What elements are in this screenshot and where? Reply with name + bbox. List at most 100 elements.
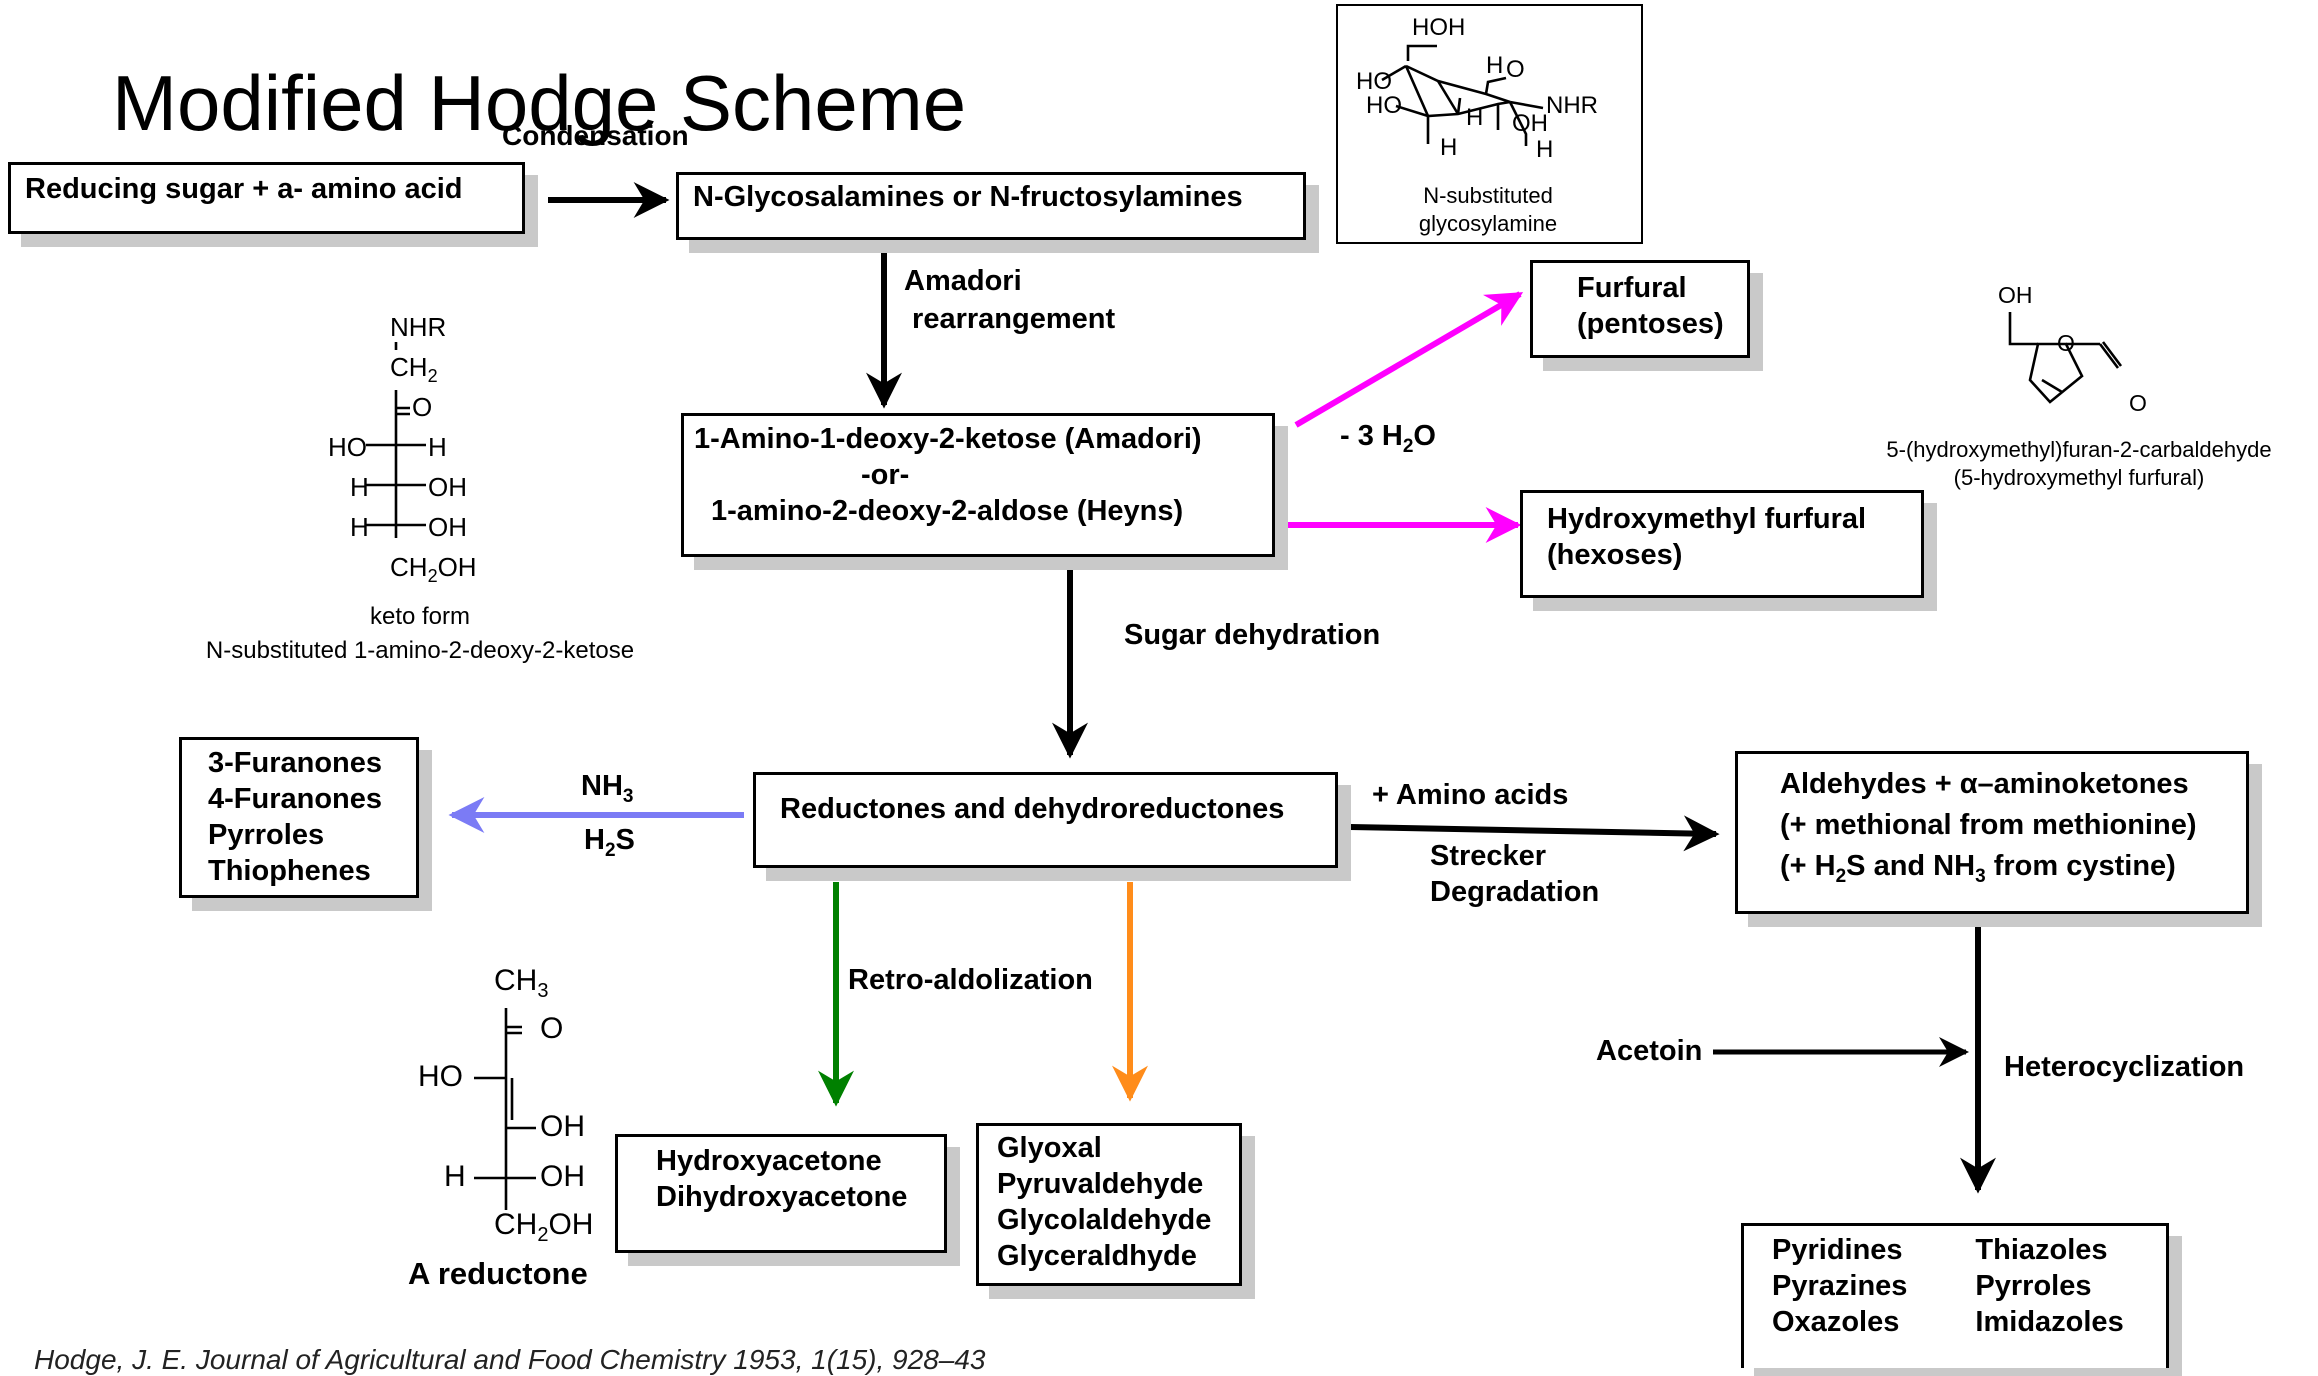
reductone-h: H	[444, 1160, 466, 1193]
node-label: N-Glycosalamines or N-fructosylamines	[693, 181, 1243, 213]
reductone-structure-bonds	[474, 1008, 536, 1210]
node-line: Glycolaldehyde	[997, 1204, 1212, 1236]
text-part: S and NH	[1846, 850, 1976, 882]
glyco-h1: H	[1486, 52, 1504, 79]
text-part: NH	[581, 770, 623, 802]
text-part: CH	[390, 552, 428, 582]
label-strecker-1: Strecker	[1430, 840, 1547, 872]
heterocycles-left: Pyridines Pyrazines Oxazoles	[1772, 1232, 1907, 1340]
node-line: Thiazoles	[1975, 1234, 2108, 1266]
glyco-o: O	[1506, 56, 1525, 83]
node-line: 1-Amino-1-deoxy-2-ketose (Amadori)	[694, 423, 1202, 455]
node-line: (+ H2S and NH3 from cystine)	[1780, 846, 2204, 897]
node-line: Pyrroles	[208, 819, 325, 851]
reductone-oh1: OH	[540, 1110, 585, 1143]
keto-ch2: CH2	[390, 352, 438, 387]
arrow-strecker	[1349, 815, 1720, 852]
label-amino-acids: + Amino acids	[1372, 779, 1569, 811]
node-line: (hexoses)	[1547, 539, 1683, 571]
glyco-oh: OH	[1512, 110, 1548, 137]
heterocycles-columns: Pyridines Pyrazines Oxazoles Thiazoles P…	[1772, 1232, 2138, 1340]
hmf-oh: OH	[1998, 282, 2033, 308]
subscript: 2	[1835, 865, 1847, 887]
text-part: O	[1413, 420, 1436, 452]
glyco-h2: H	[1466, 104, 1484, 131]
keto-caption: keto form N-substituted 1-amino-2-deoxy-…	[160, 600, 680, 668]
node-reducing-sugar: Reducing sugar + a- amino acid	[8, 162, 525, 234]
node-furfural: Furfural (pentoses)	[1530, 260, 1750, 358]
subscript: 2	[427, 566, 438, 587]
text-part: - 3 H	[1340, 420, 1403, 452]
keto-ch2oh: CH2OH	[390, 552, 477, 587]
label-amadori-1: Amadori	[904, 265, 1022, 297]
text-part: CH	[494, 1208, 538, 1241]
node-line: Aldehydes + α–aminoketones	[1780, 768, 2189, 800]
subscript: 2	[1402, 435, 1414, 457]
reductone-ho: HO	[418, 1060, 463, 1093]
node-line: Thiophenes	[208, 855, 371, 887]
node-line: Pyruvaldehyde	[997, 1168, 1204, 1200]
glyco-hoh: HOH	[1412, 14, 1466, 41]
node-line: (+ methional from methionine)	[1780, 809, 2197, 841]
node-line: Hydroxyacetone	[656, 1145, 882, 1177]
keto-h-r1: H	[428, 432, 447, 462]
label-condensation: Condensation	[502, 120, 689, 151]
keto-nhr: NHR	[390, 312, 447, 342]
node-line: 4-Furanones	[208, 783, 383, 815]
subscript: 3	[537, 980, 549, 1002]
label-acetoin: Acetoin	[1596, 1035, 1703, 1067]
keto-structure-bonds	[366, 342, 426, 538]
node-line: Imidazoles	[1975, 1306, 2124, 1338]
node-glyoxal: Glyoxal Pyruvaldehyde Glycolaldehyde Gly…	[976, 1123, 1242, 1286]
node-line: Pyrroles	[1975, 1270, 2092, 1302]
subscript: 2	[427, 366, 438, 387]
reference-citation: Hodge, J. E. Journal of Agricultural and…	[34, 1344, 986, 1375]
label-nh3: NH3	[581, 768, 633, 815]
keto-ho: HO	[328, 432, 367, 462]
node-line: Glyceraldhyde	[997, 1240, 1197, 1272]
subscript: 3	[622, 785, 634, 807]
hmf-o-ring: O	[2057, 330, 2075, 356]
reductone-caption: A reductone	[408, 1256, 588, 1291]
node-line: (pentoses)	[1577, 308, 1724, 340]
caption-line: N-substituted 1-amino-2-deoxy-2-ketose	[205, 637, 635, 664]
keto-oh3: OH	[428, 512, 467, 542]
arrow-furfural	[1294, 291, 1524, 428]
label-water-loss: - 3 H2O	[1340, 418, 1436, 465]
glycosylamine-structure-box: HOH HO HO H O NHR H OH H H N-substituted…	[1336, 4, 1643, 244]
text-part: OH	[437, 552, 477, 582]
glycosylamine-caption: N-substituted glycosylamine	[1398, 182, 1578, 238]
text-part: H	[584, 824, 605, 856]
keto-h-l3: H	[350, 512, 369, 542]
caption-line: 5-(hydroxymethyl)furan-2-carbaldehyde	[1886, 437, 2272, 462]
label-strecker-2: Degradation	[1430, 876, 1600, 908]
subscript: 3	[1975, 865, 1986, 887]
heterocycles-right: Thiazoles Pyrroles Imidazoles	[1975, 1232, 2123, 1340]
text-part: S	[615, 824, 635, 856]
node-aldehydes: Aldehydes + α–aminoketones (+ methional …	[1735, 751, 2249, 914]
text-part: CH	[390, 352, 428, 382]
glycosylamine-bonds	[1381, 44, 1544, 146]
caption-line: keto form	[369, 603, 471, 630]
node-line: Furfural	[1577, 272, 1687, 304]
glyco-nhr: NHR	[1546, 92, 1598, 119]
node-hmf: Hydroxymethyl furfural (hexoses)	[1520, 490, 1924, 598]
node-line: -or-	[861, 459, 910, 491]
node-line: Hydroxymethyl furfural	[1547, 503, 1867, 535]
reductone-ch3: CH3	[494, 964, 548, 1003]
hmf-caption: 5-(hydroxymethyl)furan-2-carbaldehyde (5…	[1856, 436, 2302, 492]
node-line: 3-Furanones	[208, 747, 383, 779]
keto-o: O	[412, 392, 433, 422]
glyco-h4: H	[1536, 136, 1554, 163]
label-amadori-2: rearrangement	[904, 303, 1116, 335]
node-reductones: Reductones and dehydroreductones	[753, 772, 1338, 868]
caption-line: (5-hydroxymethyl furfural)	[1953, 465, 2205, 490]
reductone-o: O	[540, 1012, 564, 1045]
node-label: Reductones and dehydroreductones	[780, 793, 1285, 825]
node-line: Glyoxal	[997, 1132, 1102, 1164]
label-sugar-dehydration: Sugar dehydration	[1124, 619, 1381, 651]
node-amadori-products: 1-Amino-1-deoxy-2-ketose (Amadori) -or- …	[681, 413, 1275, 557]
subscript: 2	[604, 839, 616, 861]
reductone-ch2oh: CH2OH	[494, 1208, 593, 1247]
keto-h-l2: H	[350, 472, 369, 502]
